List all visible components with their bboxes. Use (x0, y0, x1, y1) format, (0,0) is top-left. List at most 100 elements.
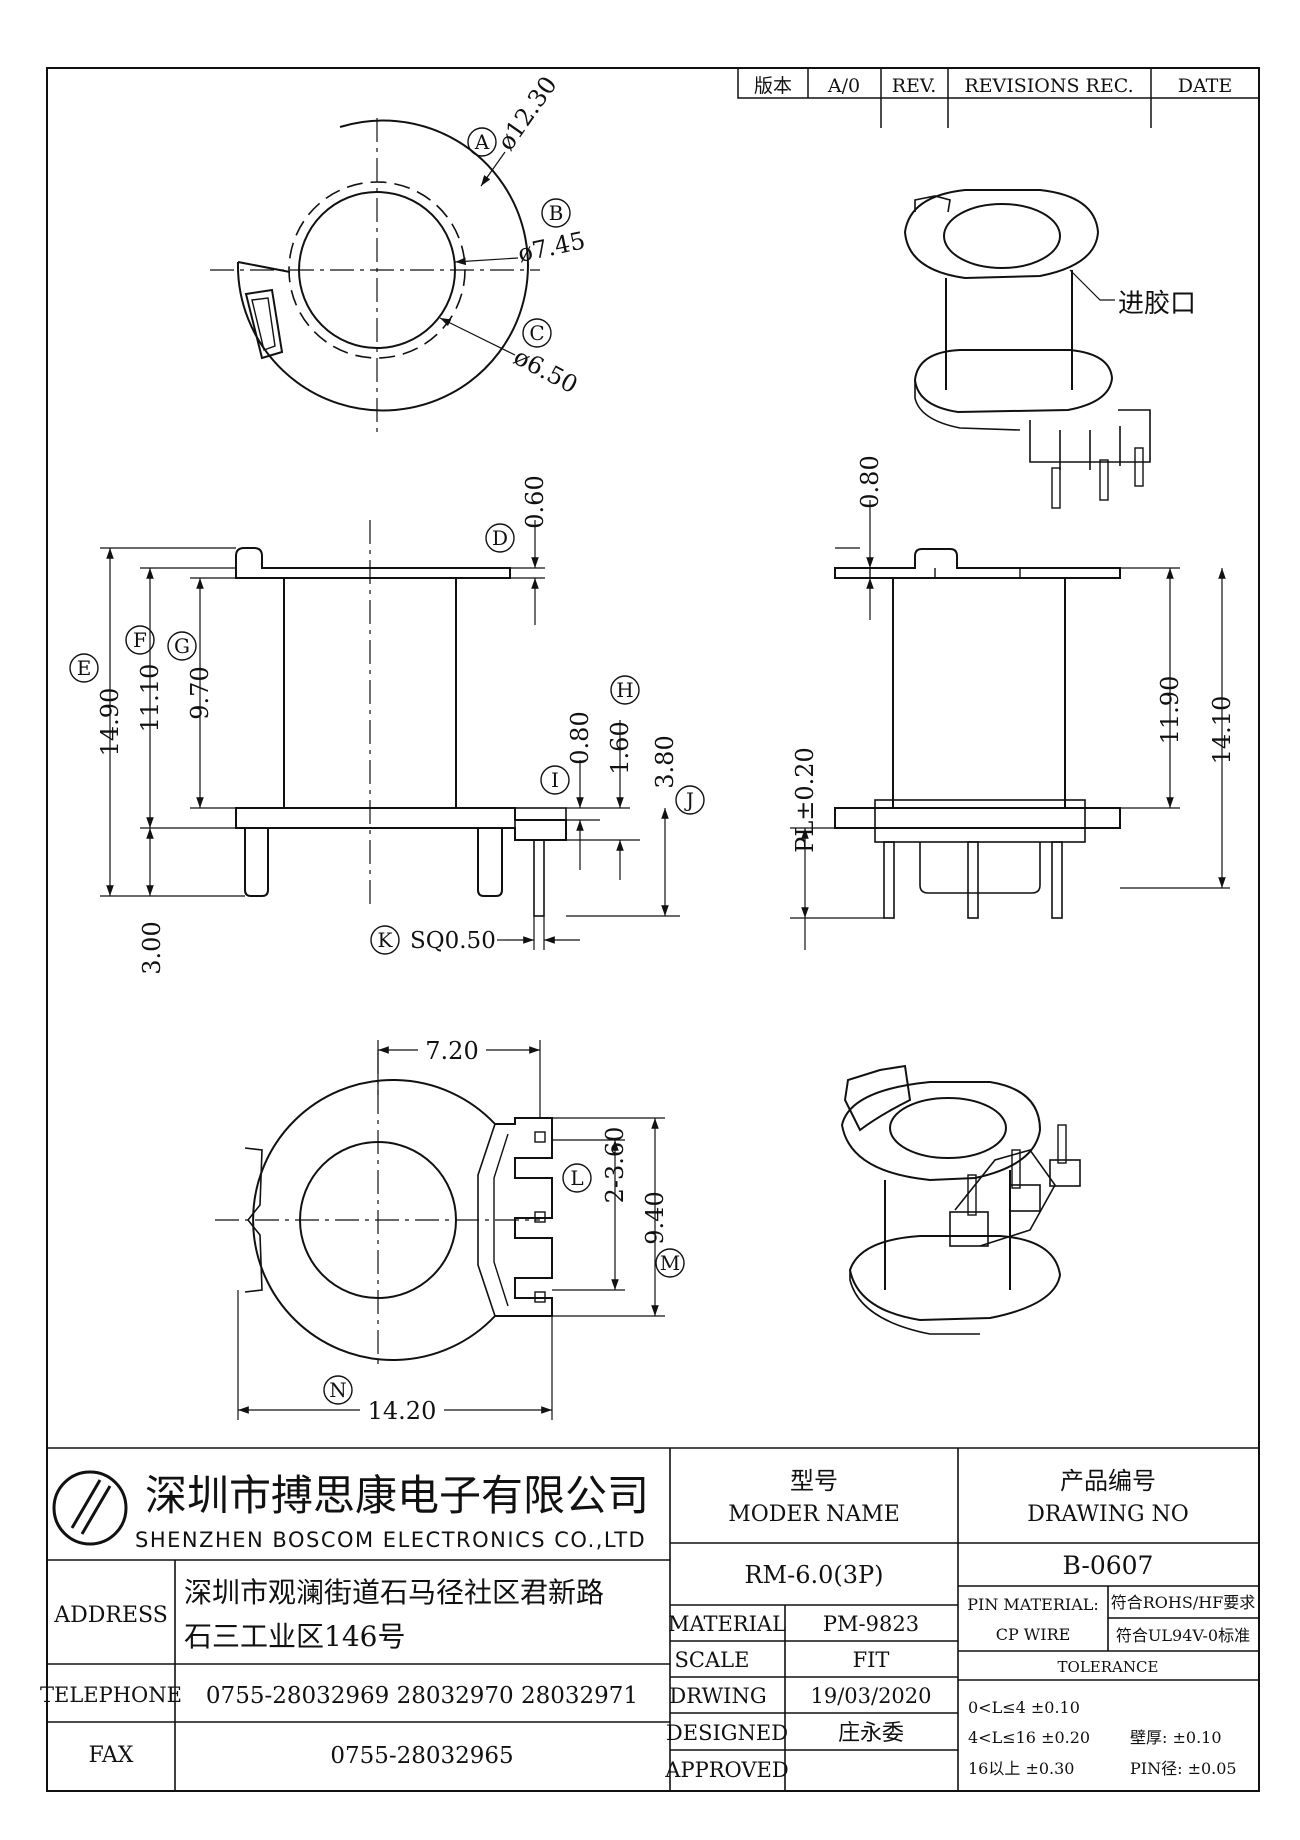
fax-value: 0755-28032965 (330, 1743, 513, 1769)
pin-material-value: CP WIRE (996, 1625, 1071, 1644)
dim-c: ø6.50 (509, 343, 582, 400)
sheet-border (46, 67, 1260, 1792)
dim-l: 2-3.60 (601, 1127, 629, 1204)
dim-i: 0.80 (566, 711, 594, 764)
dim-d: 0.60 (521, 475, 549, 528)
fax-label: FAX (89, 1743, 134, 1768)
designed-label: DESIGNED (666, 1721, 788, 1745)
callout-letter-h: H (616, 678, 633, 702)
callout-circle-i (540, 765, 570, 795)
requirement-ul: 符合UL94V-0标准 (1116, 1626, 1250, 1645)
callout-letter-b: B (549, 201, 564, 225)
bottom-view-centerlines (215, 1050, 540, 1370)
callout-circle-e (69, 653, 99, 683)
callout-letter-n: N (329, 1378, 347, 1402)
dim-pin: 3.00 (138, 921, 166, 974)
wall-tolerance: 壁厚: ±0.10 (1130, 1728, 1222, 1747)
dim-n: 14.20 (368, 1397, 437, 1425)
dim-g: 9.70 (186, 666, 214, 719)
pin-dia-tolerance: PIN径: ±0.05 (1130, 1759, 1237, 1778)
telephone-label: TELEPHONE (40, 1683, 182, 1707)
dim-h: 1.60 (606, 721, 634, 774)
pin-material-label: PIN MATERIAL: (967, 1595, 1099, 1614)
drwing-label: DRWING (669, 1684, 766, 1708)
dim-b: ø7.45 (515, 226, 587, 268)
callout-circle-a (467, 127, 497, 157)
company-name-cn: 深圳市搏思康电子有限公司 (145, 1471, 649, 1520)
dim-bottom-width: 7.20 (425, 1037, 478, 1065)
telephone-value: 0755-28032969 28032970 28032971 (206, 1683, 638, 1709)
tolerance-label: TOLERANCE (1058, 1658, 1159, 1676)
dim-top-flange: 0.80 (856, 455, 884, 508)
drwing-value: 19/03/2020 (810, 1684, 931, 1708)
tolerance-row2: 4<L≤16 ±0.20 (968, 1728, 1090, 1747)
bottom-view-dims (237, 1040, 665, 1420)
tolerance-row1: 0<L≤4 ±0.10 (968, 1698, 1080, 1717)
address-line1: 深圳市观澜街道石马径社区君新路 (184, 1576, 604, 1609)
callout-circle-f (125, 625, 155, 655)
approved-label: APPROVED (664, 1758, 788, 1782)
dim-side-body: 11.90 (1156, 676, 1184, 745)
drawing-no-label-cn: 产品编号 (1060, 1467, 1156, 1495)
callout-letter-i: I (551, 768, 559, 792)
dim-e: 14.90 (96, 688, 124, 757)
side-view (834, 548, 1121, 919)
material-value: PM-9823 (823, 1612, 919, 1636)
rev-label: REV. (892, 75, 937, 97)
callout-letter-m: M (660, 1251, 680, 1275)
dim-a: ø12.30 (492, 71, 563, 155)
callout-letter-g: G (174, 634, 190, 658)
version-value: A/0 (827, 75, 860, 97)
drawing-no-value: B-0607 (1063, 1551, 1154, 1580)
callout-letter-e: E (77, 656, 92, 680)
model-value: RM-6.0(3P) (744, 1561, 883, 1589)
top-view-leaders (439, 151, 519, 356)
designed-value: 庄永委 (838, 1721, 904, 1746)
company-name-en: SHENZHEN BOSCOM ELECTRONICS CO.,LTD (135, 1528, 646, 1552)
callout-circle-c (522, 318, 552, 348)
top-view (236, 119, 529, 412)
callout-letter-k: K (378, 928, 394, 952)
iso-view-bottom (840, 1064, 1081, 1335)
dim-pl: PL±0.20 (791, 747, 819, 853)
callout-circle-j (675, 785, 705, 815)
dim-side-total: 14.10 (1208, 696, 1236, 765)
callout-circle-b (541, 198, 571, 228)
dim-k: SQ0.50 (410, 928, 496, 954)
callout-circle-l (562, 1163, 592, 1193)
callout-letter-c: C (529, 321, 544, 345)
version-label: 版本 (754, 75, 792, 97)
tolerance-row3: 16以上 ±0.30 (968, 1759, 1074, 1778)
requirement-rohs: 符合ROHS/HF要求 (1111, 1593, 1256, 1612)
dim-bottom-width-bg (418, 1036, 486, 1064)
dim-j: 3.80 (651, 735, 679, 788)
top-view-centerlines (210, 118, 540, 432)
front-view-dims (100, 520, 680, 950)
dim-m: 9.40 (641, 1191, 669, 1244)
dim-n-bg (360, 1396, 444, 1424)
callout-letter-j: J (684, 788, 694, 812)
callout-circle-d (485, 523, 515, 553)
callout-letter-l: L (570, 1166, 583, 1190)
scale-value: FIT (853, 1648, 890, 1672)
dim-f: 11.10 (136, 664, 164, 733)
callout-circle-g (167, 631, 197, 661)
company-logo (52, 1470, 128, 1546)
address-line2: 石三工业区146号 (184, 1620, 405, 1653)
date-label: DATE (1178, 75, 1232, 97)
gate-label: 进胶口 (1118, 289, 1196, 319)
front-view (235, 547, 567, 917)
address-label: ADDRESS (53, 1603, 168, 1628)
iso-view-top (903, 189, 1151, 509)
callout-circle-k (370, 925, 400, 955)
callout-letter-f: F (133, 628, 147, 652)
callout-circle-n (323, 1375, 353, 1405)
revision-block (737, 67, 1260, 128)
scale-label: SCALE (675, 1648, 750, 1672)
callout-letter-a: A (474, 130, 490, 154)
model-label-cn: 型号 (790, 1467, 838, 1495)
material-label: MATERIAL (668, 1612, 786, 1636)
title-block-lines (47, 1447, 1259, 1791)
revisions-label: REVISIONS REC. (964, 75, 1133, 97)
